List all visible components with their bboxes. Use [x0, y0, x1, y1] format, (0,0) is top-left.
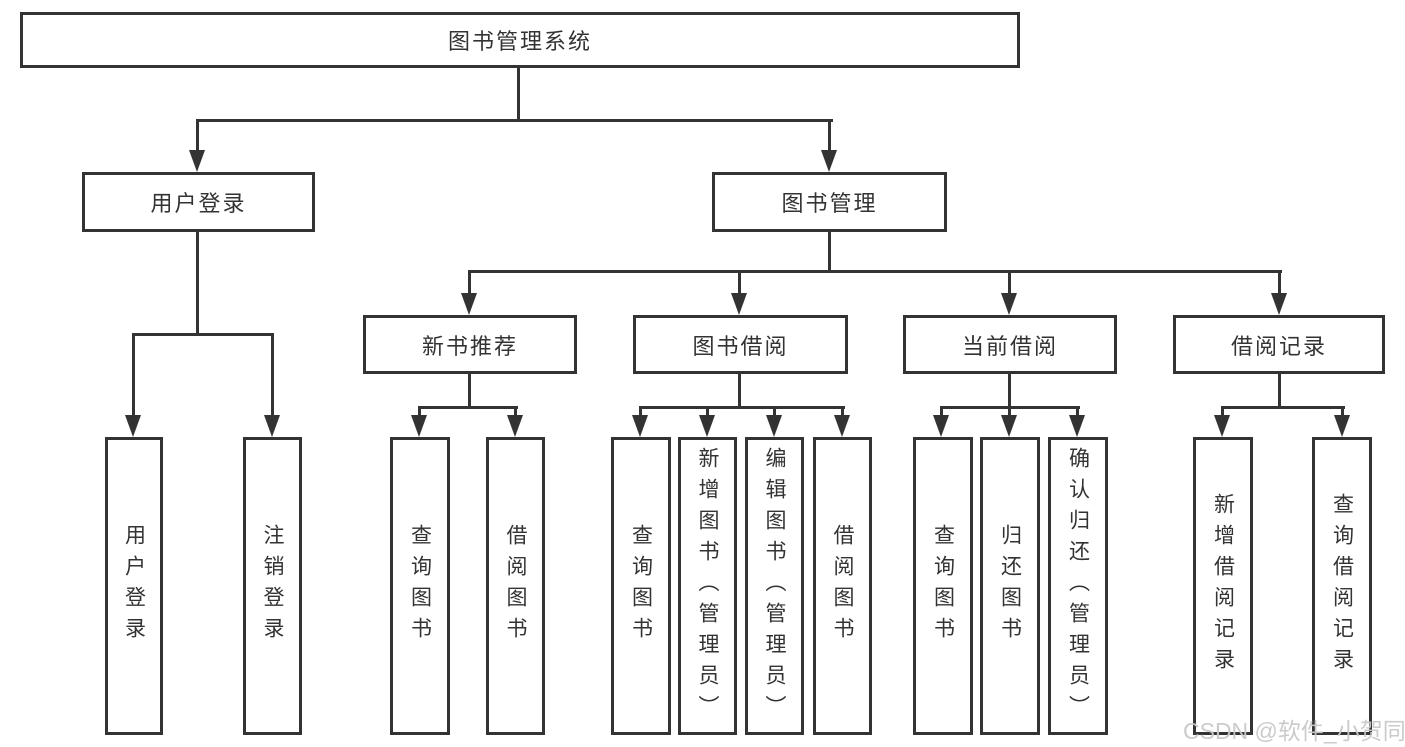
leaf-label: 编辑图书（管理员）: [763, 446, 786, 726]
node-leaf-logout: 注销登录: [243, 437, 302, 735]
arrow-down-icon: [507, 406, 523, 437]
watermark: CSDN @软件_小贺同学: [1183, 718, 1405, 744]
node-leaf-query-books-2: 查询图书: [611, 437, 671, 735]
leaf-label: 确认归还（管理员）: [1066, 446, 1090, 726]
arrow-down-icon: [834, 406, 850, 437]
leaf-label: 注销登录: [261, 524, 284, 648]
leaf-label: 查询借阅记录: [1330, 493, 1354, 679]
connector-hline: [418, 406, 518, 409]
node-root: 图书管理系统: [20, 12, 1020, 68]
connector-hline: [639, 406, 845, 409]
leaf-label: 借阅图书: [831, 524, 854, 648]
connector-vline: [738, 374, 741, 409]
arrow-down-icon: [461, 270, 477, 315]
connector-vline: [196, 232, 199, 336]
arrow-down-icon: [731, 270, 747, 315]
arrow-down-icon: [125, 333, 141, 437]
node-user-login: 用户登录: [82, 172, 315, 232]
arrow-down-icon: [1214, 406, 1230, 437]
node-leaf-query-books-3: 查询图书: [913, 437, 973, 735]
arrow-down-icon: [821, 119, 837, 172]
leaf-label: 查询图书: [931, 524, 955, 648]
connector-hline: [468, 270, 1282, 273]
node-leaf-borrow-books-2: 借阅图书: [813, 437, 872, 735]
node-borrow-records: 借阅记录: [1173, 315, 1385, 374]
connector-hline: [132, 333, 274, 336]
leaf-label: 新增借阅记录: [1211, 493, 1235, 679]
node-leaf-confirm-return-admin: 确认归还（管理员）: [1048, 437, 1108, 735]
node-leaf-return-books: 归还图书: [980, 437, 1040, 735]
arrow-down-icon: [699, 406, 715, 437]
leaf-label: 查询图书: [408, 524, 432, 648]
connector-vline: [517, 68, 520, 122]
arrow-down-icon: [933, 406, 949, 437]
leaf-label: 用户登录: [122, 524, 146, 648]
connector-vline: [828, 232, 831, 273]
node-leaf-add-books-admin: 新增图书（管理员）: [678, 437, 737, 735]
node-current-borrow: 当前借阅: [903, 315, 1117, 374]
leaf-label: 查询图书: [629, 524, 653, 648]
node-leaf-query-books-1: 查询图书: [390, 437, 450, 735]
arrow-down-icon: [189, 119, 205, 172]
arrow-down-icon: [264, 333, 280, 437]
arrow-down-icon: [766, 406, 782, 437]
node-book-management: 图书管理: [712, 172, 947, 232]
node-leaf-add-borrow-record: 新增借阅记录: [1193, 437, 1253, 735]
leaf-label: 借阅图书: [504, 524, 527, 648]
connector-hline: [196, 119, 833, 122]
node-leaf-user-login: 用户登录: [105, 437, 163, 735]
node-new-book-recommend: 新书推荐: [363, 315, 577, 374]
node-leaf-query-borrow-record: 查询借阅记录: [1312, 437, 1372, 735]
connector-hline: [1221, 406, 1345, 409]
arrow-down-icon: [632, 406, 648, 437]
arrow-down-icon: [1069, 406, 1085, 437]
node-book-borrow: 图书借阅: [633, 315, 848, 374]
connector-vline: [468, 374, 471, 409]
node-leaf-edit-books-admin: 编辑图书（管理员）: [745, 437, 804, 735]
arrow-down-icon: [411, 406, 427, 437]
connector-vline: [1278, 374, 1281, 409]
connector-vline: [1008, 374, 1011, 409]
node-leaf-borrow-books-1: 借阅图书: [486, 437, 545, 735]
arrow-down-icon: [1271, 270, 1287, 315]
arrow-down-icon: [1334, 406, 1350, 437]
arrow-down-icon: [1001, 270, 1017, 315]
arrow-down-icon: [1001, 406, 1017, 437]
leaf-label: 新增图书（管理员）: [696, 446, 719, 726]
leaf-label: 归还图书: [998, 524, 1022, 648]
